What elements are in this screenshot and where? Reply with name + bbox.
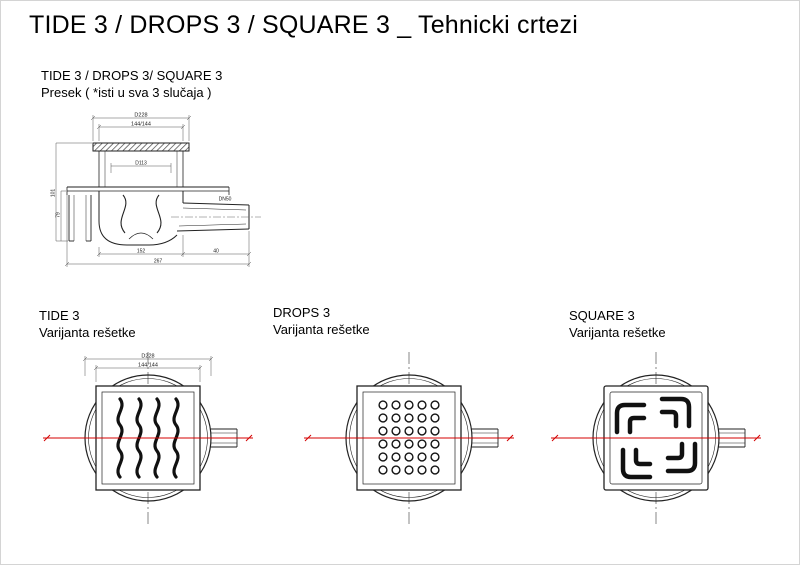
tide-dim-outer: D228 <box>141 354 154 360</box>
bottom-dimension-lines <box>64 195 252 267</box>
vertical-pipe <box>68 195 92 242</box>
variant-subtitle: Varijanta rešetke <box>39 325 136 340</box>
variant-square-label: SQUARE 3 Varijanta rešetke <box>569 307 666 341</box>
mouth-dimension <box>110 163 172 173</box>
tide-dim-inner: 144/144 <box>138 363 158 369</box>
dim-outlet-label: DN50 <box>219 197 232 203</box>
red-centerline <box>43 434 253 442</box>
outlet-pipe <box>171 202 261 232</box>
siphon-body <box>98 191 184 246</box>
variant-subtitle: Varijanta rešetke <box>569 325 666 340</box>
top-dimension-lines <box>90 115 192 141</box>
tide-dimension-lines <box>82 356 214 382</box>
dim-outlet-length: 40 <box>213 249 219 255</box>
maze-pattern <box>614 399 695 477</box>
flange <box>66 186 230 195</box>
drops-grate-drawing <box>304 352 514 524</box>
page-title: TIDE 3 / DROPS 3 / SQUARE 3 _ Tehnicki c… <box>29 11 578 39</box>
red-centerline <box>304 434 514 442</box>
section-header: TIDE 3 / DROPS 3/ SQUARE 3 Presek ( *ist… <box>41 67 222 101</box>
variant-title: SQUARE 3 <box>569 308 635 323</box>
dim-total-width: 267 <box>154 259 163 265</box>
variant-title: TIDE 3 <box>39 308 80 323</box>
variant-title: DROPS 3 <box>273 305 331 320</box>
dim-height-total: 101 <box>51 189 57 198</box>
square-grate-drawing <box>551 352 761 524</box>
variant-drops-label: DROPS 3 Varijanta rešetke <box>273 304 370 338</box>
dim-height-side: 79 <box>56 212 62 218</box>
dim-mouth-diameter: D113 <box>135 161 147 167</box>
grate-section <box>92 142 190 152</box>
side-outlet-pipe <box>718 428 746 448</box>
section-subheading: Presek ( *isti u sva 3 slučaja ) <box>41 85 212 100</box>
left-dimension-lines <box>55 142 92 242</box>
section-heading: TIDE 3 / DROPS 3/ SQUARE 3 <box>41 68 223 83</box>
variant-tide-label: TIDE 3 Varijanta rešetke <box>39 307 136 341</box>
tide-grate-drawing: D228 144/144 <box>43 352 253 524</box>
dim-grate-size: 144/144 <box>131 122 151 128</box>
neck-walls <box>98 151 184 187</box>
variant-subtitle: Varijanta rešetke <box>273 322 370 337</box>
cross-section-drawing: D228 144/144 D113 <box>51 113 261 267</box>
side-outlet-pipe <box>471 428 499 448</box>
red-centerline <box>551 434 761 442</box>
dim-body-width: 152 <box>137 249 146 255</box>
dim-outer-diameter: D228 <box>134 113 147 119</box>
